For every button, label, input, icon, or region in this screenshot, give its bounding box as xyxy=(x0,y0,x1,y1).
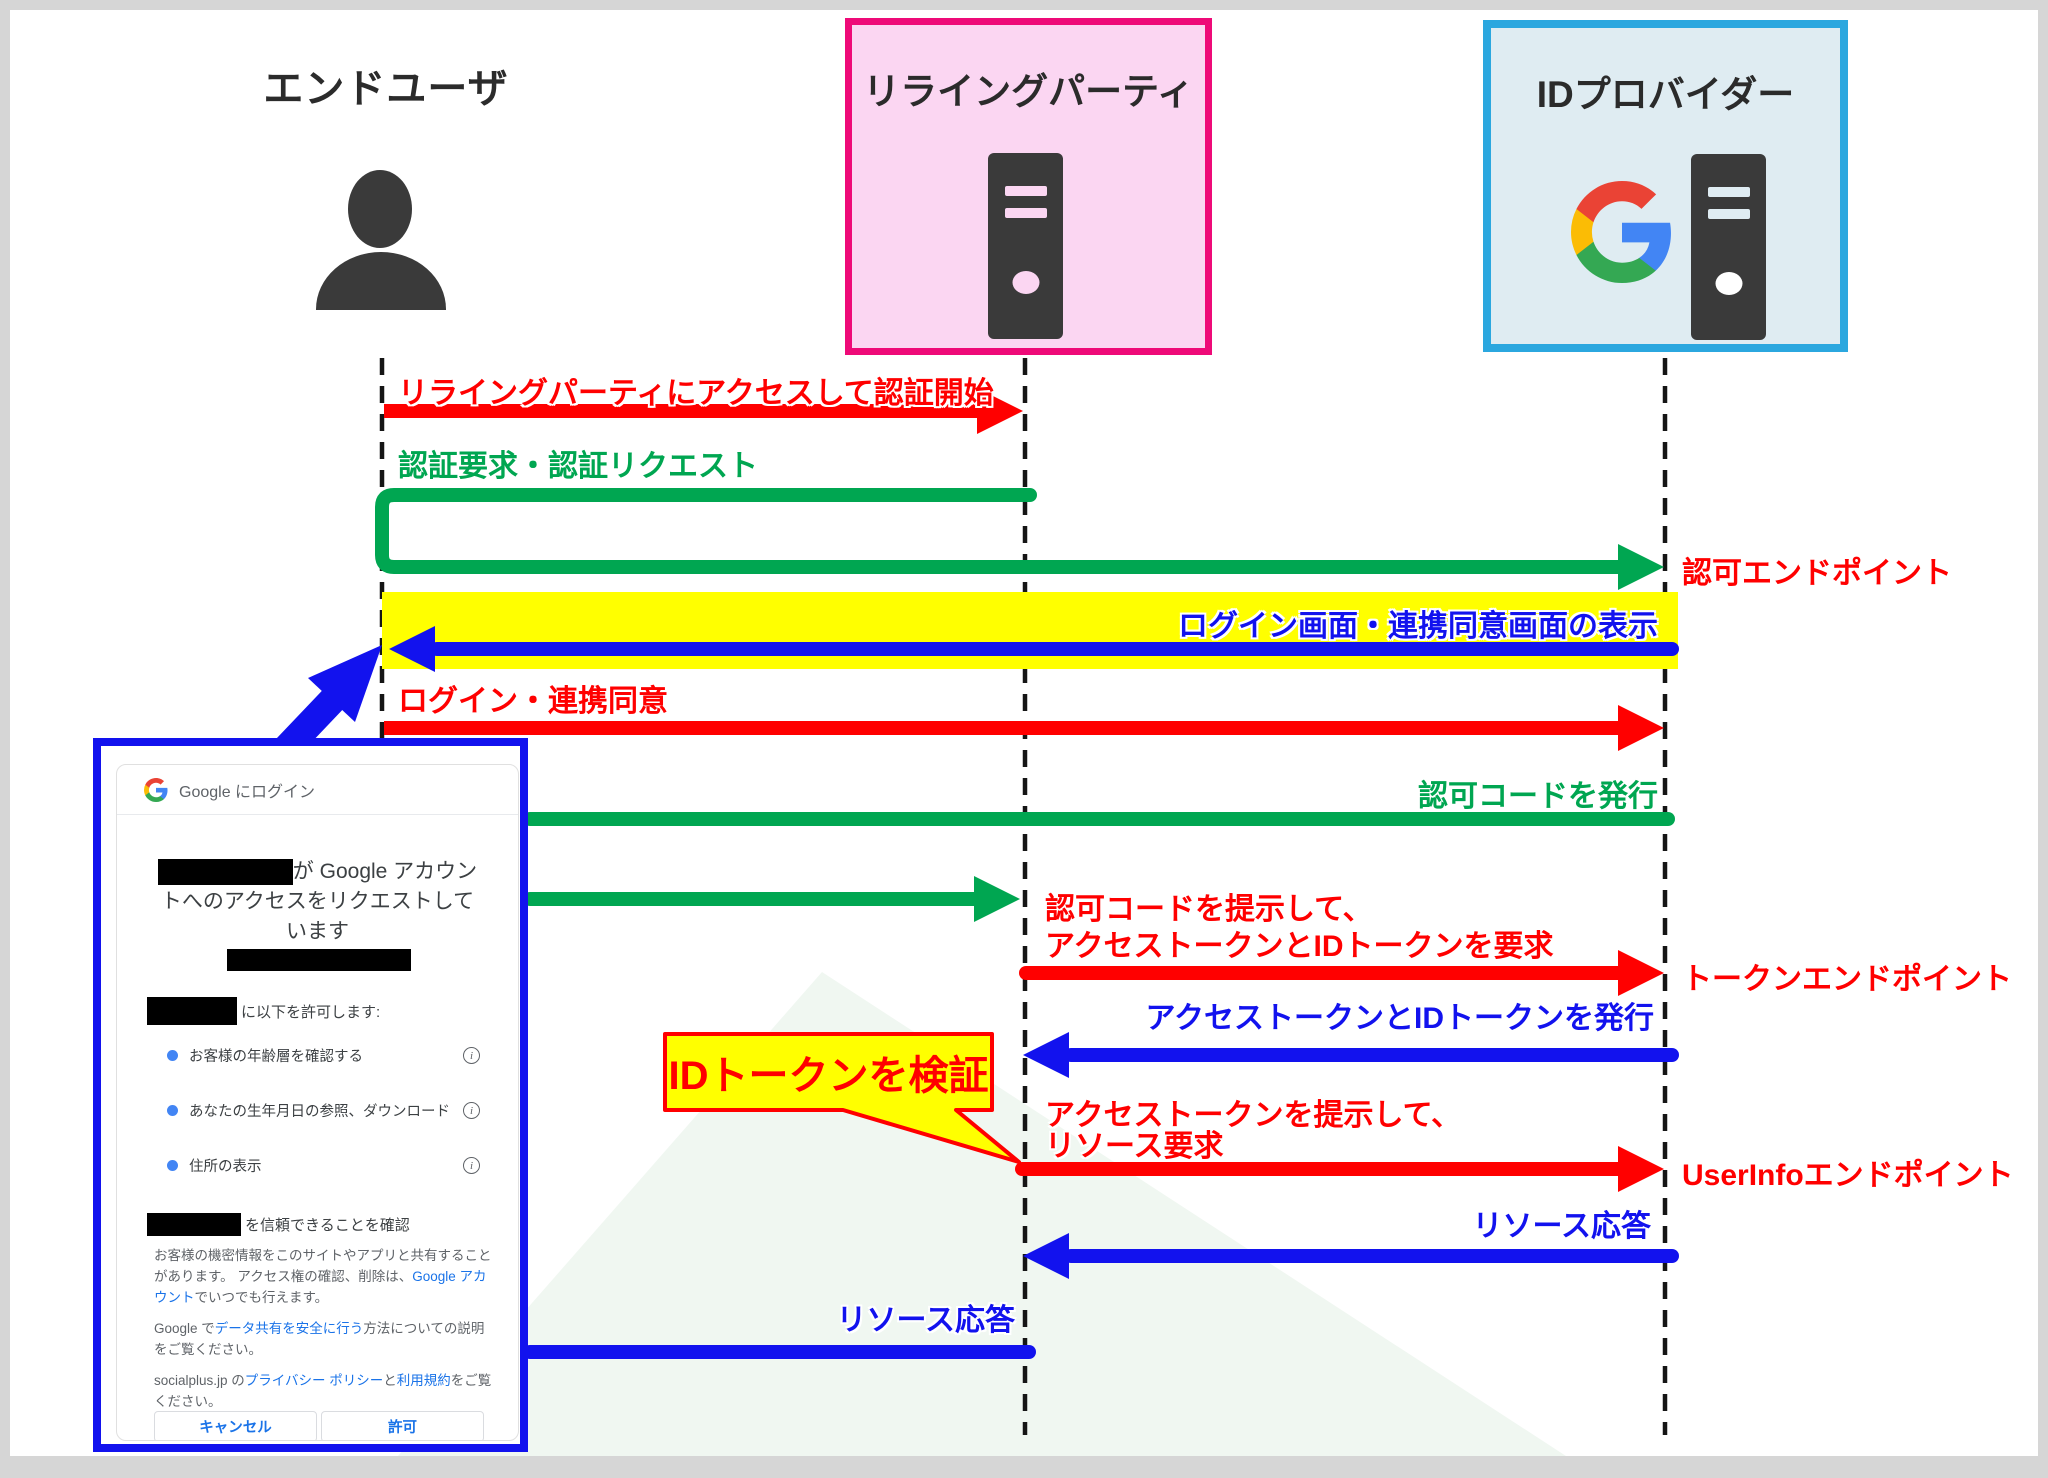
bullet-dot-icon xyxy=(167,1104,178,1116)
label-tokens-issue: アクセストークンとIDトークンを発行 xyxy=(1145,1002,1655,1035)
arrow-tokens-issue xyxy=(1023,1032,1679,1078)
server-icon xyxy=(1691,154,1766,340)
permission-label: お客様の年齢層を確認する xyxy=(189,1048,363,1065)
consent-permission-intro: に以下を許可します: xyxy=(147,997,504,1025)
redacted-app-name xyxy=(147,997,237,1025)
consent-heading-line2: トへのアクセスをリクエストして xyxy=(160,890,475,913)
consent-paragraph-2: Google でデータ共有を安全に行う方法についての説明をご覧ください。 xyxy=(154,1321,485,1357)
server-light xyxy=(1012,271,1039,294)
inline-link[interactable]: 利用規約 xyxy=(396,1373,451,1388)
label-resource-response-idp: リソース応答 xyxy=(1472,1210,1652,1243)
consent-trust-line: を信頼できることを確認 xyxy=(147,1212,504,1236)
label-login-screen: ログイン画面・連携同意画面の表示 xyxy=(1178,610,1658,643)
label-userinfo-endpoint: UserInfoエンドポイント xyxy=(1682,1159,2014,1192)
server-slot xyxy=(1004,186,1047,196)
label-auth-request: 認証要求・認証リクエスト xyxy=(398,450,758,483)
arrow-login-consent xyxy=(384,705,1664,751)
background-watermark-triangle xyxy=(398,972,1566,1456)
permission-intro-text: に以下を許可します: xyxy=(241,1003,381,1021)
callout-verify-id-token xyxy=(663,1032,1021,1164)
actor-label-relying-party: リライングパーティ xyxy=(863,71,1194,112)
actor-label-id-provider: IDプロバイダー xyxy=(1536,74,1795,115)
server-light xyxy=(1715,272,1742,295)
inline-link[interactable]: データ共有を安全に行う xyxy=(214,1321,364,1336)
allow-button[interactable]: 許可 xyxy=(321,1411,484,1440)
arrow-auth-request xyxy=(375,488,1664,590)
consent-paragraph-1: お客様の機密情報をこのサイトやアプリと共有することがあります。 アクセス権の確認… xyxy=(154,1248,492,1305)
consent-heading-line3: います xyxy=(286,920,349,943)
arrow-login-screen xyxy=(389,626,1679,672)
actor-box-id-provider: IDプロバイダー xyxy=(1483,20,1848,352)
google-logo-small xyxy=(144,778,168,802)
permission-row: お客様の年齢層を確認する i xyxy=(117,1043,518,1067)
info-icon[interactable]: i xyxy=(463,1101,480,1119)
bullet-dot-icon xyxy=(167,1159,178,1171)
label-resource-response-rp: リソース応答 xyxy=(836,1304,1016,1337)
cancel-button[interactable]: キャンセル xyxy=(154,1411,317,1440)
person-shoulders xyxy=(316,252,446,310)
label-resource-request-2: リソース要求 xyxy=(1045,1130,1224,1163)
person-icon xyxy=(316,170,446,310)
consent-header-title: Google にログイン xyxy=(179,784,316,801)
server-slot xyxy=(1707,187,1750,197)
permission-label: 住所の表示 xyxy=(189,1158,262,1175)
server-icon xyxy=(988,153,1063,339)
highlight-login-screen xyxy=(382,592,1678,669)
arrow-resource-request xyxy=(1015,1146,1664,1192)
google-logo xyxy=(1571,181,1671,283)
trust-text: を信頼できることを確認 xyxy=(245,1216,410,1234)
inline-link[interactable]: プライバシー ポリシー xyxy=(244,1373,384,1388)
redacted-app-name xyxy=(147,1212,241,1236)
permission-row: あなたの生年月日の参照、ダウンロード i xyxy=(117,1098,518,1122)
google-consent-dialog: Google にログイン が Google アカウン トへのアクセスをリクエスト… xyxy=(93,738,528,1452)
arrow-token-request xyxy=(1019,950,1664,996)
info-icon[interactable]: i xyxy=(463,1156,480,1174)
consent-heading: が Google アカウン トへのアクセスをリクエストして います xyxy=(117,857,518,947)
label-token-request-1: 認可コードを提示して、 xyxy=(1045,893,1373,926)
label-resource-request-1: アクセストークンを提示して、 xyxy=(1045,1099,1462,1132)
permission-row: 住所の表示 i xyxy=(117,1153,518,1177)
consent-heading-line1: が Google アカウン xyxy=(292,860,478,883)
arrow-code-forward xyxy=(523,876,1020,922)
consent-header: Google にログイン xyxy=(117,765,518,815)
inline-link[interactable]: Google アカウント xyxy=(154,1269,487,1305)
person-head xyxy=(348,170,412,248)
label-token-request-2: アクセストークンとIDトークンを要求 xyxy=(1045,930,1554,963)
consent-paragraph-3: socialplus.jp のプライバシー ポリシーと利用規約をご覧ください。 xyxy=(154,1373,492,1409)
label-token-endpoint: トークンエンドポイント xyxy=(1682,963,2012,996)
label-access-start: リライングパーティにアクセスして認証開始 xyxy=(398,377,994,410)
permission-label: あなたの生年月日の参照、ダウンロード xyxy=(189,1103,450,1120)
info-icon[interactable]: i xyxy=(463,1046,480,1064)
label-authz-endpoint: 認可エンドポイント xyxy=(1682,557,1952,590)
label-login-consent: ログイン・連携同意 xyxy=(398,685,668,718)
actor-box-relying-party: リライングパーティ xyxy=(845,18,1212,355)
arrow-access-start xyxy=(384,388,1023,434)
callout-verify-label: IDトークンを検証 xyxy=(668,1054,989,1098)
bullet-dot-icon xyxy=(167,1049,178,1061)
consent-card: Google にログイン が Google アカウン トへのアクセスをリクエスト… xyxy=(116,764,519,1441)
server-slot xyxy=(1707,209,1750,219)
actor-label-end-user: エンドユーザ xyxy=(263,67,509,111)
redacted-app-name xyxy=(157,859,293,886)
redacted-account xyxy=(227,949,411,971)
arrow-resource-response-idp xyxy=(1023,1233,1679,1279)
label-code-issue: 認可コードを発行 xyxy=(1418,780,1658,813)
server-slot xyxy=(1004,208,1047,218)
